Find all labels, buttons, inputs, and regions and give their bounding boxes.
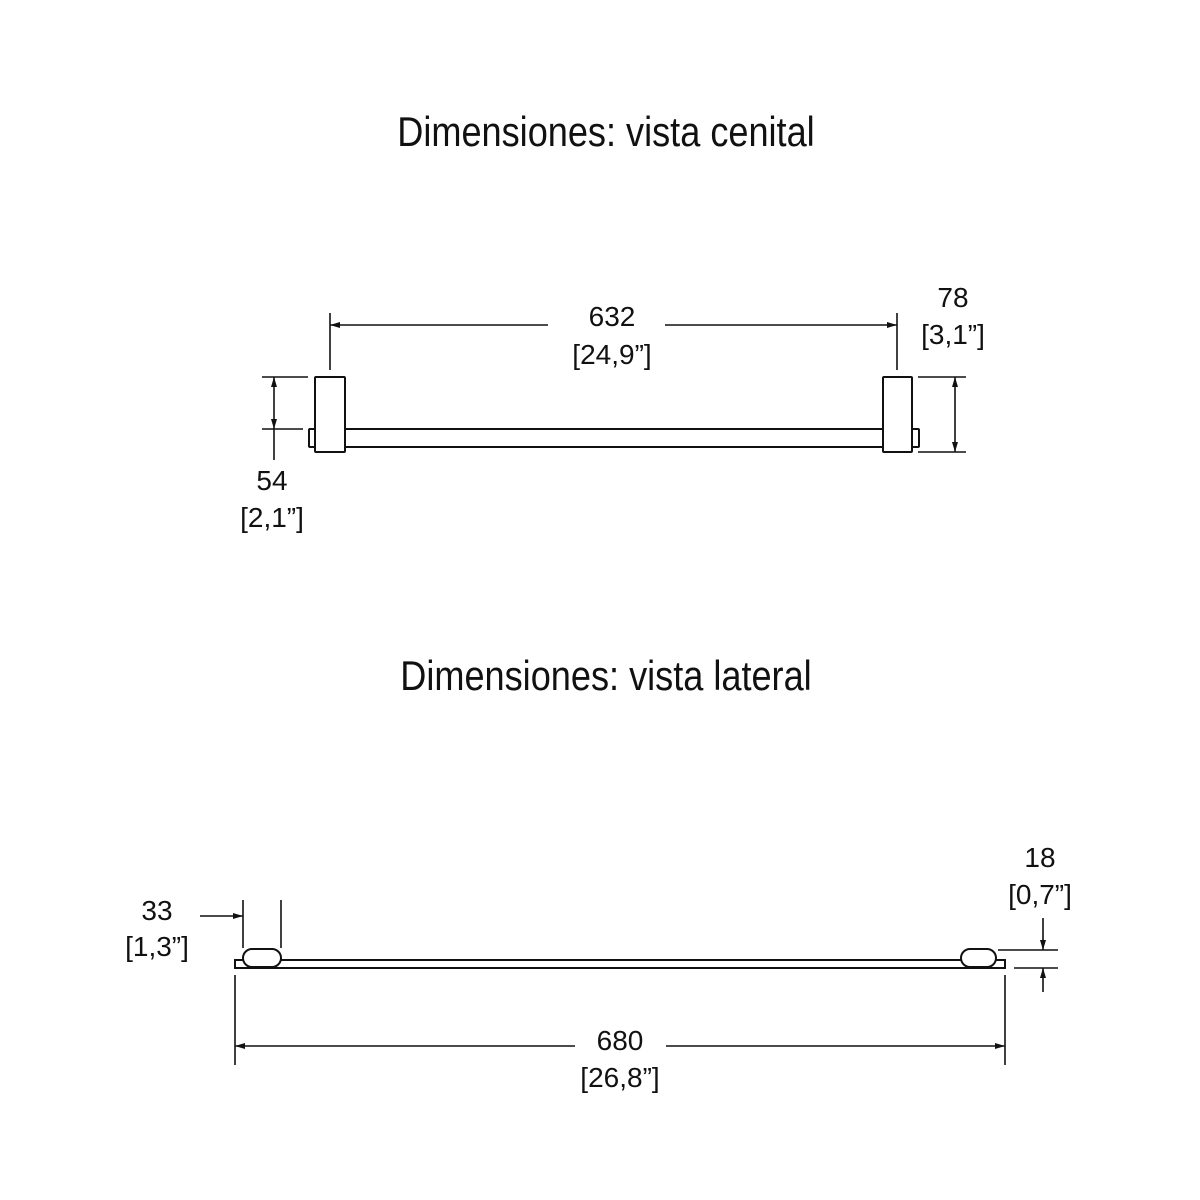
length-mm: 632 bbox=[589, 301, 636, 332]
left-bracket-side bbox=[242, 948, 282, 968]
bracket-width-inch: [1,3”] bbox=[125, 931, 189, 962]
height-inch: [0,7”] bbox=[1008, 879, 1072, 910]
left-bracket bbox=[314, 376, 346, 453]
depth-mm: 78 bbox=[937, 282, 968, 313]
bracket-depth-inch: [2,1”] bbox=[240, 502, 304, 533]
total-length-inch: [26,8”] bbox=[580, 1062, 659, 1093]
bracket-depth-mm: 54 bbox=[256, 465, 287, 496]
right-bracket-side bbox=[960, 948, 997, 968]
side-view: Dimensiones: vista lateral 33 [1,3”] 18 … bbox=[125, 654, 1072, 1093]
height-dimension: 18 [0,7”] bbox=[998, 842, 1072, 992]
depth-inch: [3,1”] bbox=[921, 319, 985, 350]
right-bracket bbox=[882, 376, 913, 453]
total-length-mm: 680 bbox=[597, 1025, 644, 1056]
bar bbox=[344, 428, 884, 448]
height-mm: 18 bbox=[1024, 842, 1055, 873]
length-inch: [24,9”] bbox=[572, 339, 651, 370]
top-view-title: Dimensiones: vista cenital bbox=[397, 110, 814, 156]
depth-dimension: 78 [3,1”] bbox=[918, 282, 985, 453]
length-dimension: 632 [24,9”] bbox=[329, 301, 898, 370]
right-end-cap bbox=[911, 428, 920, 448]
bracket-width-dimension: 33 [1,3”] bbox=[125, 895, 282, 962]
towel-bar-side bbox=[234, 948, 1006, 969]
base-bar bbox=[234, 959, 1006, 969]
bracket-depth-dimension: 54 [2,1”] bbox=[240, 376, 308, 533]
bracket-width-mm: 33 bbox=[141, 895, 172, 926]
towel-bar-top bbox=[308, 376, 920, 453]
side-view-title: Dimensiones: vista lateral bbox=[400, 654, 811, 700]
total-length-dimension: 680 [26,8”] bbox=[234, 975, 1006, 1093]
top-view: Dimensiones: vista cenital 632 [24,9”] 5… bbox=[240, 110, 985, 533]
